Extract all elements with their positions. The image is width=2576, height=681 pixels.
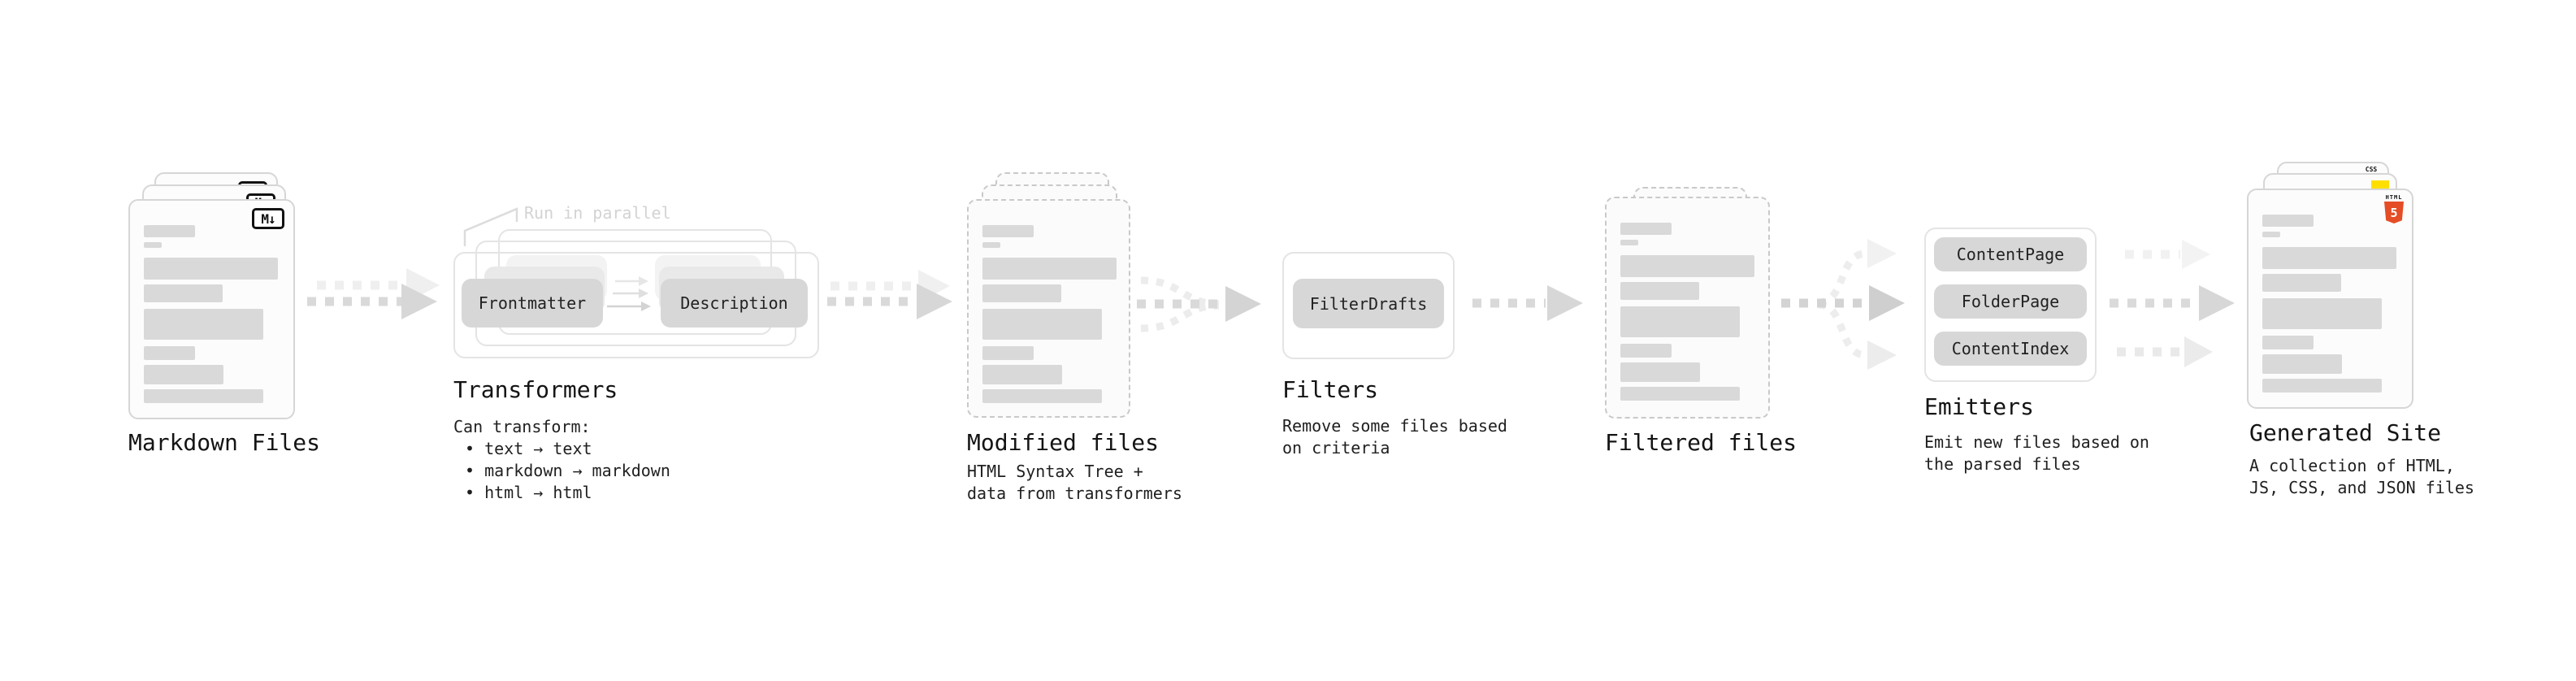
arrow-filters-to-filtered (1472, 285, 1583, 321)
modified-file-card-front (967, 199, 1130, 418)
run-in-parallel-callout-line (463, 207, 518, 246)
html5-icon: HTML 5 (2383, 194, 2405, 223)
markdown-file-card-front: M↓ (128, 199, 295, 419)
filtered-files-title: Filtered files (1605, 429, 1798, 456)
emitters-caption: Emit new files based on the parsed files (1924, 432, 2149, 475)
caption-bullet: • html → html (465, 483, 592, 502)
caption-bullet: • text → text (465, 439, 592, 458)
transformer-pill-description: Description (661, 279, 808, 327)
filters-caption: Remove some files based on criteria (1282, 415, 1507, 459)
caption-bullet: • markdown → markdown (465, 461, 670, 480)
file-skeleton-lines (982, 225, 1117, 403)
caption-line: Remove some files based (1282, 416, 1507, 436)
transformer-box-front (453, 252, 819, 358)
transformer-pill-frontmatter: Frontmatter (462, 279, 603, 327)
filter-pill-filterdrafts: FilterDrafts (1293, 279, 1444, 328)
generated-site-caption: A collection of HTML, JS, CSS, and JSON … (2249, 455, 2474, 499)
run-in-parallel-note: Run in parallel (524, 203, 671, 223)
js-file-icon (2371, 180, 2389, 191)
caption-line: on criteria (1282, 438, 1390, 458)
arrow-markdown-to-transformers (307, 268, 440, 319)
arrow-emitters-to-generated (2110, 240, 2235, 367)
html5-shield: 5 (2384, 202, 2404, 223)
html5-number: 5 (2390, 205, 2398, 220)
transformers-title: Transformers (453, 376, 618, 403)
markdown-files-title: Markdown Files (128, 429, 321, 456)
caption-line: Emit new files based on (1924, 432, 2149, 452)
caption-line: A collection of HTML, (2249, 456, 2455, 475)
generated-site-title: Generated Site (2249, 419, 2442, 446)
caption-line: JS, CSS, and JSON files (2249, 478, 2474, 497)
caption-line: the parsed files (1924, 454, 2081, 474)
arrow-filtered-to-emitters-diverge (1781, 239, 1905, 370)
generated-html-file-card: HTML 5 (2247, 189, 2413, 409)
transformers-caption: Can transform: • text → text • markdown … (453, 416, 670, 504)
caption-line: HTML Syntax Tree + (967, 462, 1143, 481)
emitters-title: Emitters (1924, 393, 2034, 420)
html5-word: HTML (2385, 194, 2403, 201)
file-skeleton-lines (1620, 223, 1754, 401)
caption-line: Can transform: (453, 417, 591, 436)
markdown-icon: M↓ (252, 208, 284, 229)
emitter-pill-folderpage: FolderPage (1934, 284, 2087, 319)
filtered-file-card-front (1605, 197, 1770, 419)
file-skeleton-lines (2262, 215, 2396, 393)
arrow-modified-to-filters-converge (1137, 276, 1261, 332)
transformer-parallel-mini-arrows (607, 276, 651, 311)
filters-title: Filters (1282, 376, 1379, 403)
modified-files-caption: HTML Syntax Tree + data from transformer… (967, 461, 1182, 505)
emitter-pill-contentindex: ContentIndex (1934, 332, 2087, 366)
css-label: CSS (2365, 166, 2378, 173)
emitter-pill-contentpage: ContentPage (1934, 237, 2087, 271)
arrow-transformers-to-modified (827, 270, 952, 319)
file-skeleton-lines (144, 225, 278, 403)
modified-files-title: Modified files (967, 429, 1160, 456)
caption-line: data from transformers (967, 484, 1182, 503)
